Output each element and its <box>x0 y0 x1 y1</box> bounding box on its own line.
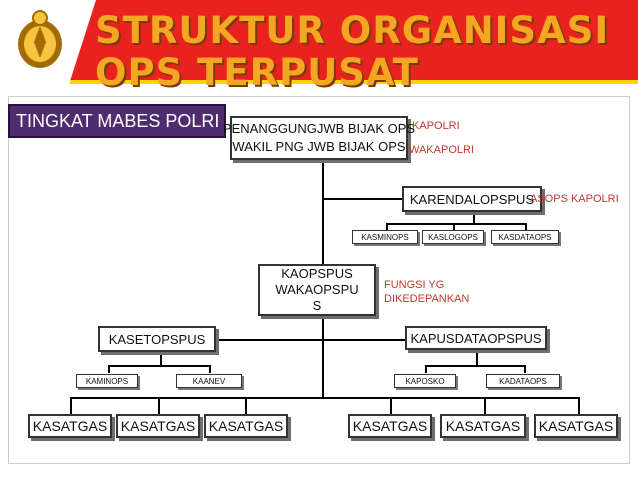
level-label: TINGKAT MABES POLRI <box>8 104 226 138</box>
kaanev-label: KAANEV <box>192 376 226 386</box>
kasatgas-box: KASATGAS <box>534 414 618 438</box>
kasdataops-box: KASDATAOPS <box>491 230 559 244</box>
connector-line <box>108 365 110 373</box>
wakaopspus-label-end: S <box>312 298 322 313</box>
kaposko-label: KAPOSKO <box>405 376 445 386</box>
kasatgas-box: KASATGAS <box>116 414 200 438</box>
connector-line <box>108 365 210 367</box>
kasminops-label: KASMINOPS <box>361 232 409 242</box>
kaminops-box: KAMINOPS <box>76 374 138 388</box>
kasdataops-label: KASDATAOPS <box>498 232 552 242</box>
connector-line <box>209 365 211 373</box>
kapusdataopspus-label: KAPUSDATAOPSPUS <box>410 330 542 346</box>
asops-note: ASOPS KAPOLRI <box>530 193 619 205</box>
kasatgas-label: KASATGAS <box>538 418 614 434</box>
connector-line <box>70 397 580 399</box>
connector-line <box>578 397 580 415</box>
kadataops-box: KADATAOPS <box>486 374 560 388</box>
header-band <box>0 0 638 84</box>
kasatgas-box: KASATGAS <box>204 414 288 438</box>
frontline-note-1: FUNGSI YG <box>384 279 445 291</box>
kasetopspus-box: KASETOPSPUS <box>98 326 216 352</box>
connector-line <box>322 316 324 398</box>
connector-line <box>425 365 427 373</box>
kaposko-box: KAPOSKO <box>394 374 456 388</box>
kasatgas-box: KASATGAS <box>28 414 112 438</box>
connector-line <box>525 223 527 231</box>
connector-line <box>425 365 525 367</box>
connector-line <box>473 214 475 224</box>
kapolri-note: KAPOLRI <box>412 120 460 132</box>
connector-line <box>160 352 162 366</box>
connector-line <box>245 397 247 415</box>
connector-line <box>70 397 72 415</box>
connector-line <box>453 223 455 231</box>
kaopspus-label: KAOPSPUS <box>281 266 353 281</box>
connector-line <box>390 397 392 415</box>
frontline-note-2: DIKEDEPANKAN <box>384 293 470 305</box>
kasatgas-box: KASATGAS <box>348 414 432 438</box>
kadataops-label: KADATAOPS <box>499 376 547 386</box>
kasminops-box: KASMINOPS <box>352 230 418 244</box>
connector-line <box>322 160 324 266</box>
responsible-label: PENANGGUNGJWB BIJAK OPS <box>222 121 416 136</box>
page-title: STRUKTUR ORGANISASI OPS TERPUSAT <box>95 9 610 94</box>
wakapolri-note: WAKAPOLRI <box>409 144 474 156</box>
kasatgas-label: KASATGAS <box>445 418 521 434</box>
connector-line <box>386 223 388 231</box>
kasatgas-label: KASATGAS <box>352 418 428 434</box>
kasatgas-label: KASATGAS <box>208 418 284 434</box>
connector-line <box>476 350 478 366</box>
diagram-frame <box>8 96 630 464</box>
kaopspus-box: KAOPSPUS WAKAOPSPU S <box>258 264 376 316</box>
kasatgas-box: KASATGAS <box>440 414 526 438</box>
karendalopspus-box: KARENDALOPSPUS <box>402 186 542 212</box>
connector-line <box>386 223 526 225</box>
kasatgas-label: KASATGAS <box>120 418 196 434</box>
kaminops-label: KAMINOPS <box>85 376 129 386</box>
connector-line <box>484 397 486 415</box>
wakaopspus-label: WAKAOPSPU <box>275 282 359 297</box>
kaanev-box: KAANEV <box>176 374 242 388</box>
top-leadership-box: PENANGGUNGJWB BIJAK OPS WAKIL PNG JWB BI… <box>223 116 415 160</box>
kapusdataopspus-box: KAPUSDATAOPSPUS <box>405 326 547 350</box>
kasetopspus-label: KASETOPSPUS <box>108 331 206 347</box>
connector-line <box>158 397 160 415</box>
connector-line <box>322 198 402 200</box>
police-emblem-icon <box>18 10 62 68</box>
kaslogops-box: KASLOGOPS <box>422 230 484 244</box>
kasatgas-label: KASATGAS <box>32 418 108 434</box>
deputy-responsible-label: WAKIL PNG JWB BIJAK OPS <box>232 139 406 154</box>
connector-line <box>215 339 405 341</box>
connector-line <box>524 365 526 373</box>
kaslogops-label: KASLOGOPS <box>428 232 478 242</box>
karendalopspus-label: KARENDALOPSPUS <box>409 191 535 207</box>
